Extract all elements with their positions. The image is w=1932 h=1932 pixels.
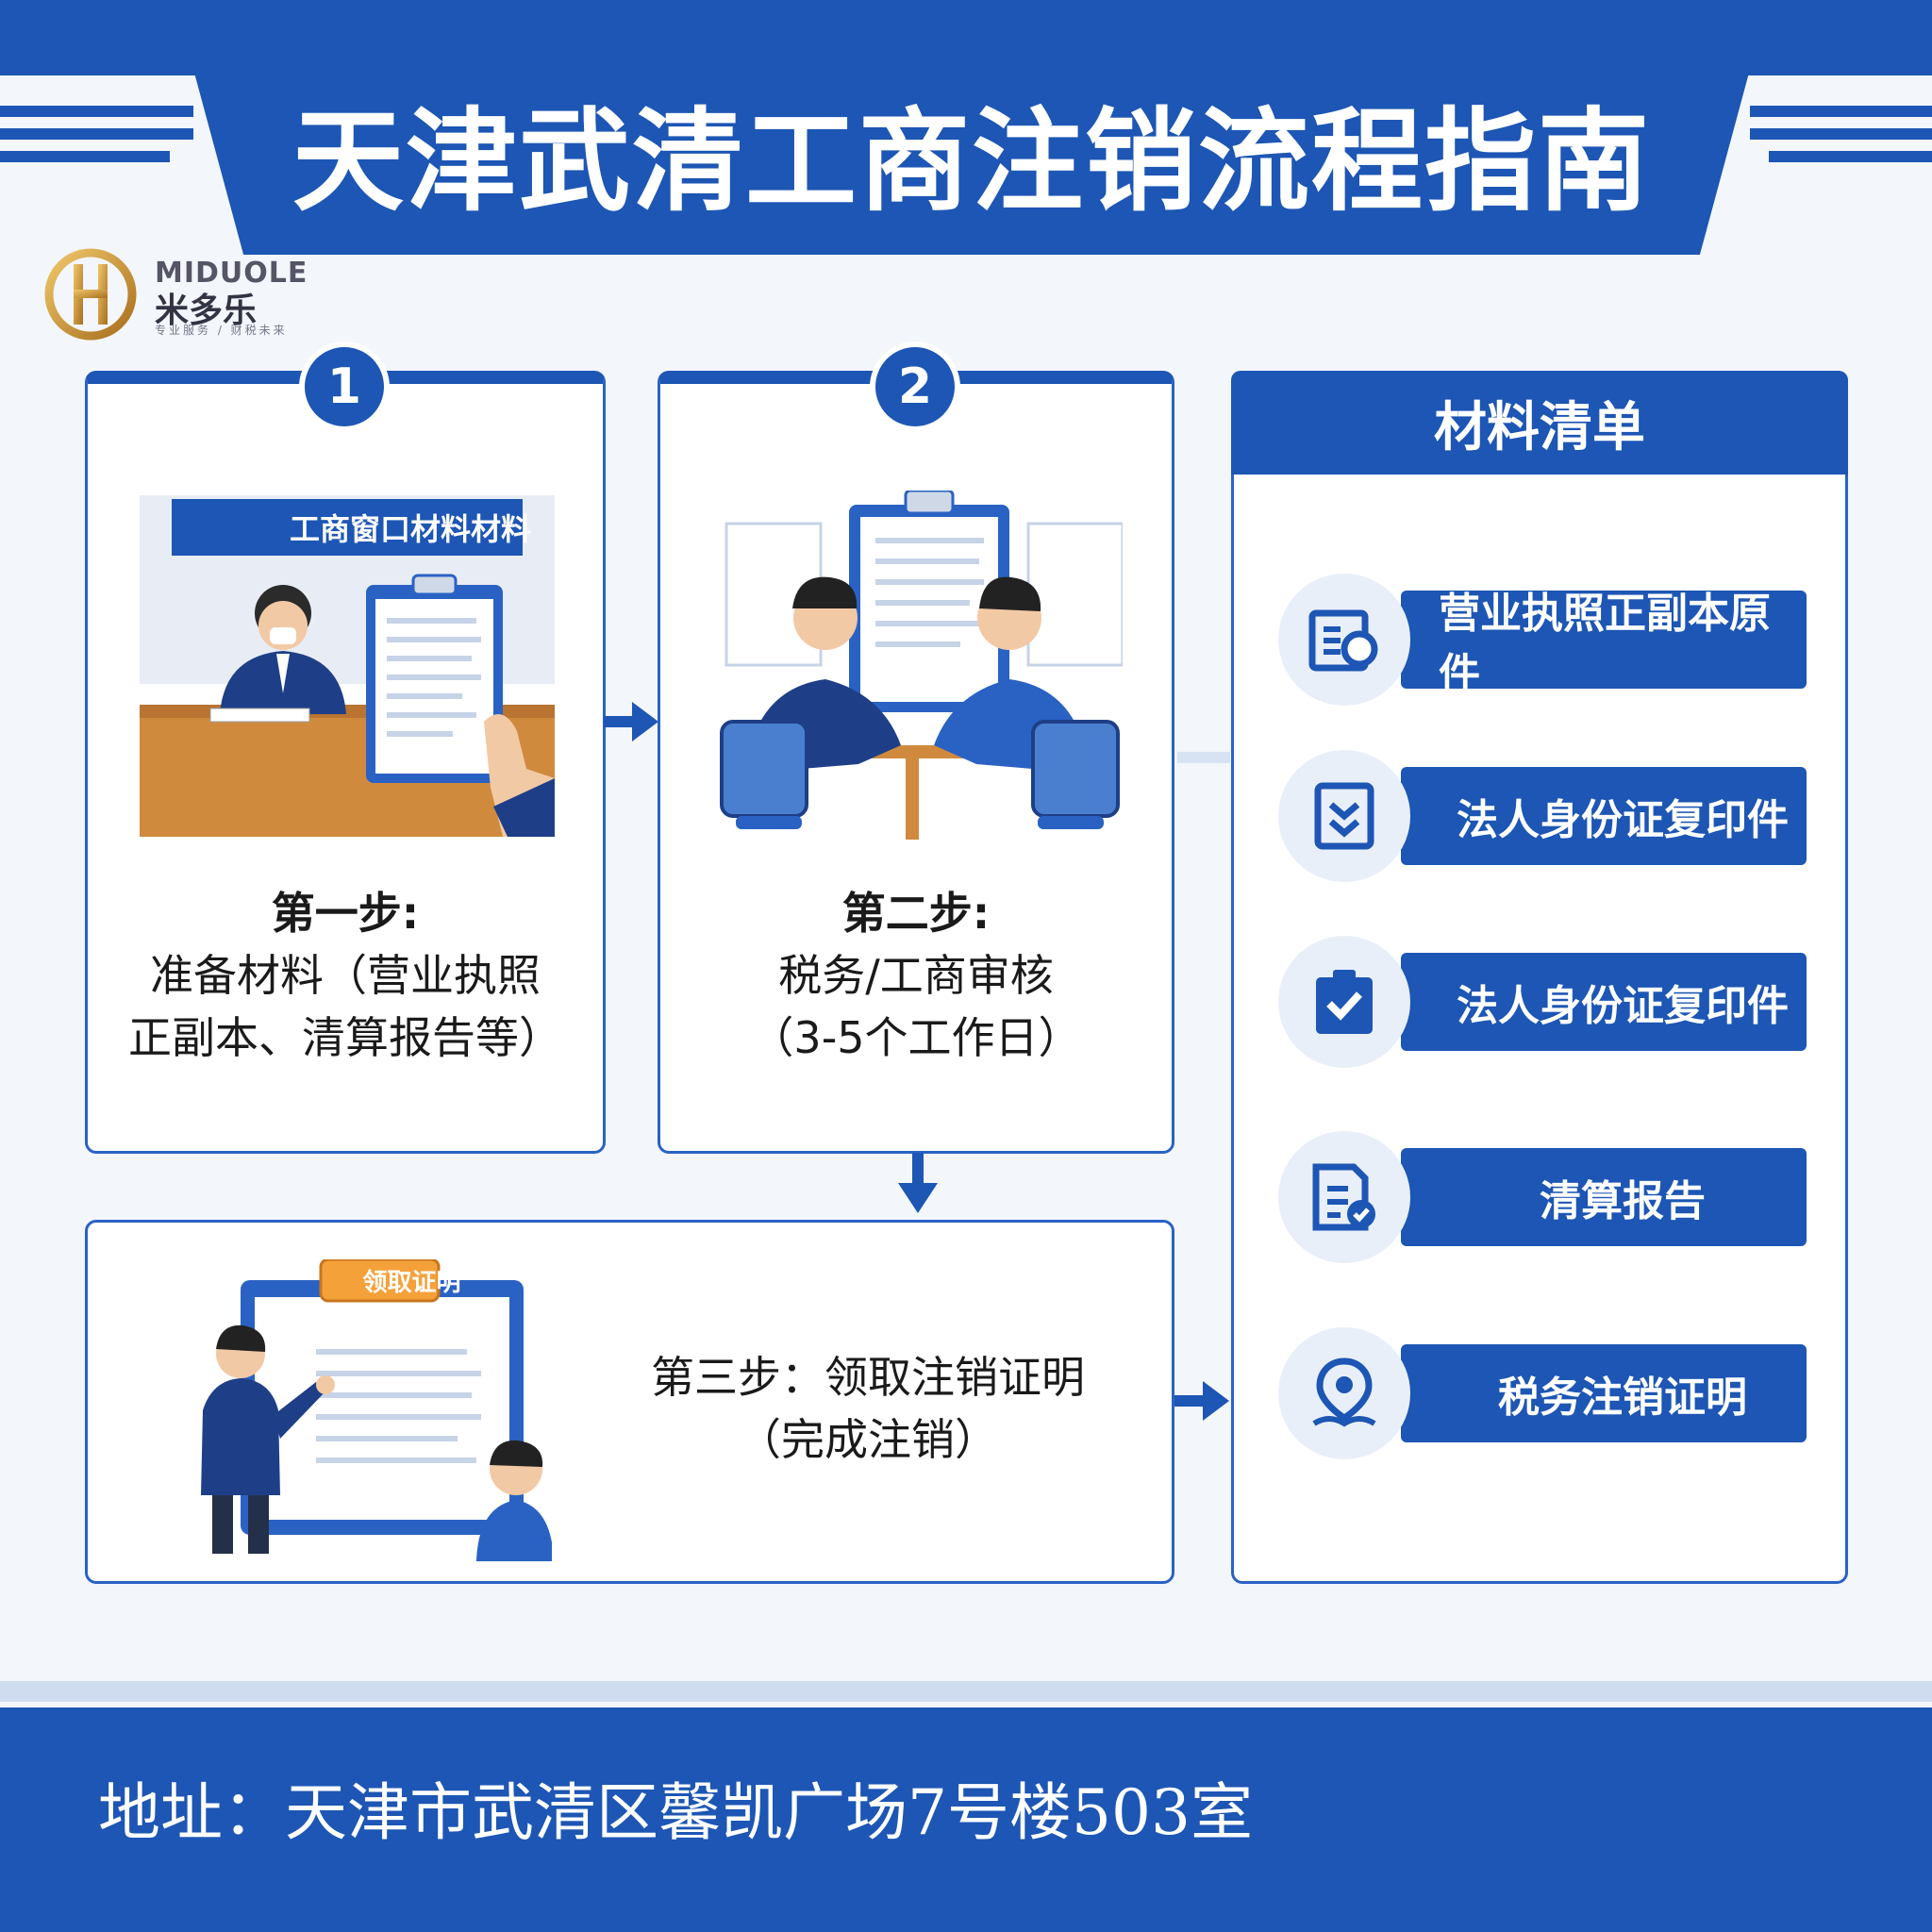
- arrow-right-icon: [604, 702, 658, 741]
- material-item-4: 清算报告: [1401, 1148, 1807, 1246]
- material-item-label: 税务注销证明: [1498, 1374, 1747, 1422]
- step3-title: 第三步：领取注销证明: [651, 1352, 1085, 1403]
- step3-line2: （完成注销）: [738, 1414, 998, 1465]
- step2-title: 第二步:: [841, 888, 991, 939]
- step1-line2: 正副本、清算报告等）: [128, 1012, 562, 1063]
- material-item-3: 法人身份证复印件: [1401, 953, 1807, 1051]
- step2-line1: 税务/工商审核: [778, 950, 1054, 1001]
- material-item-2: 法人身份证复印件: [1401, 767, 1807, 865]
- material-item-1: 营业执照正副本原件: [1401, 590, 1807, 698]
- material-item-5: 税务注销证明: [1401, 1344, 1807, 1442]
- title-banner: [189, 52, 1755, 255]
- materials-title: 材料清单: [1231, 371, 1848, 475]
- location-pin-icon: [1278, 1327, 1410, 1459]
- step3-illustration: [201, 1259, 552, 1561]
- arrow-right-icon: [1174, 1381, 1229, 1421]
- logo-mark: [44, 248, 137, 341]
- step2-badge: 2: [870, 341, 960, 432]
- report-icon: [1278, 1131, 1410, 1263]
- material-item-label: 清算报告: [1540, 1177, 1706, 1225]
- footer-address: 地址：天津市武清区馨凯广场7号楼503室: [98, 1776, 1253, 1849]
- header-stripes-right: [1750, 106, 1932, 162]
- material-item-label: 法人身份证复印件: [1457, 982, 1789, 1030]
- material-item-label: 法人身份证复印件: [1457, 796, 1789, 844]
- material-item-label: 营业执照正副本原件: [1439, 590, 1771, 698]
- certificate-sign-label: 领取证明: [362, 1269, 461, 1297]
- logo-brand-en: MIDUOLE: [155, 257, 308, 290]
- license-icon: [1278, 574, 1410, 706]
- checklist-icon: [1278, 750, 1410, 882]
- page-title: 天津武清工商注销流程指南: [291, 95, 1651, 226]
- step1-line1: 准备材料（营业执照: [150, 950, 541, 1001]
- step2-line2: （3-5个工作日）: [750, 1012, 1082, 1063]
- window-sign-label: 工商窗口材料材料: [289, 511, 531, 547]
- arrow-down-icon: [898, 1153, 938, 1213]
- footer: [0, 1707, 1932, 1932]
- footer-accent-line: [0, 1681, 1932, 1702]
- header-stripes-left: [0, 106, 193, 162]
- step2-illustration: [720, 491, 1123, 840]
- logo-tagline: 专业服务 / 财税未来: [155, 324, 288, 337]
- step1-badge: 1: [299, 341, 390, 432]
- step1-title: 第一步:: [271, 888, 420, 939]
- logo-brand-cn: 米多乐: [155, 291, 258, 330]
- clipboard-check-icon: [1278, 936, 1410, 1068]
- step1-illustration: [140, 495, 555, 837]
- connector-line: [1177, 752, 1230, 763]
